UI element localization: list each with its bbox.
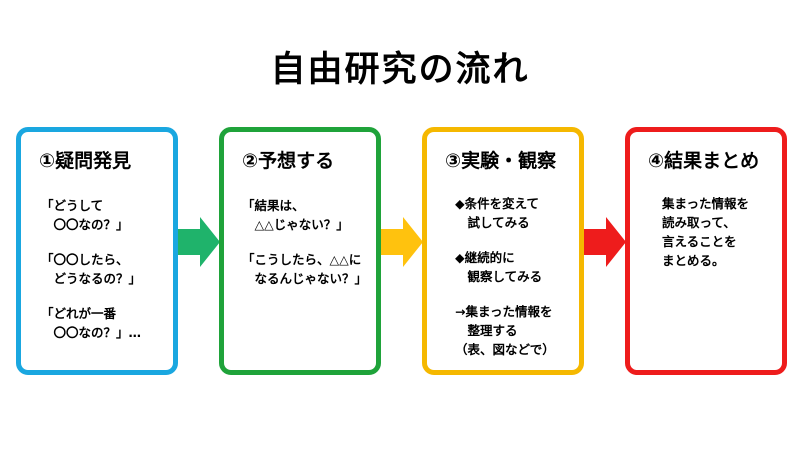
step-title: ③実験・観察 xyxy=(445,150,557,172)
step-item: 「結果は、 △△じゃない？」 xyxy=(242,198,349,232)
step-item: →集まった情報を 整理する （表、図などで） xyxy=(455,304,555,357)
step-item: ◆条件を変えて 試してみる xyxy=(455,196,539,230)
step-box-hypothesis: ②予想する 「結果は、 △△じゃない？」 「こうしたら、△△に なるんじゃない？… xyxy=(219,127,381,375)
step-box-experiment: ③実験・観察 ◆条件を変えて 試してみる ◆継続的に 観察してみる →集まった情… xyxy=(422,127,584,375)
step-box-question: ①疑問発見 「どうして 〇〇なの？」 「〇〇したら、 どうなるの？」 「どれが一… xyxy=(16,127,178,375)
step-item: 集まった情報を 読み取って、 言えることを まとめる。 xyxy=(662,196,750,268)
arrow-right-icon xyxy=(178,215,220,269)
step-item: ◆継続的に 観察してみる xyxy=(455,250,543,284)
step-title: ②予想する xyxy=(242,150,335,172)
step-item: 「〇〇したら、 どうなるの？」 xyxy=(41,252,142,286)
step-title: ④結果まとめ xyxy=(648,150,760,172)
step-item: 「どれが一番 〇〇なの？」… xyxy=(41,306,142,340)
step-title: ①疑問発見 xyxy=(39,150,132,172)
step-box-summary: ④結果まとめ 集まった情報を 読み取って、 言えることを まとめる。 xyxy=(625,127,787,375)
arrow-right-icon xyxy=(584,215,626,269)
step-item: 「こうしたら、△△に なるんじゃない？」 xyxy=(242,252,368,286)
step-item: 「どうして 〇〇なの？」 xyxy=(41,198,129,232)
arrow-right-icon xyxy=(381,215,423,269)
page-title: 自由研究の流れ xyxy=(270,50,530,90)
